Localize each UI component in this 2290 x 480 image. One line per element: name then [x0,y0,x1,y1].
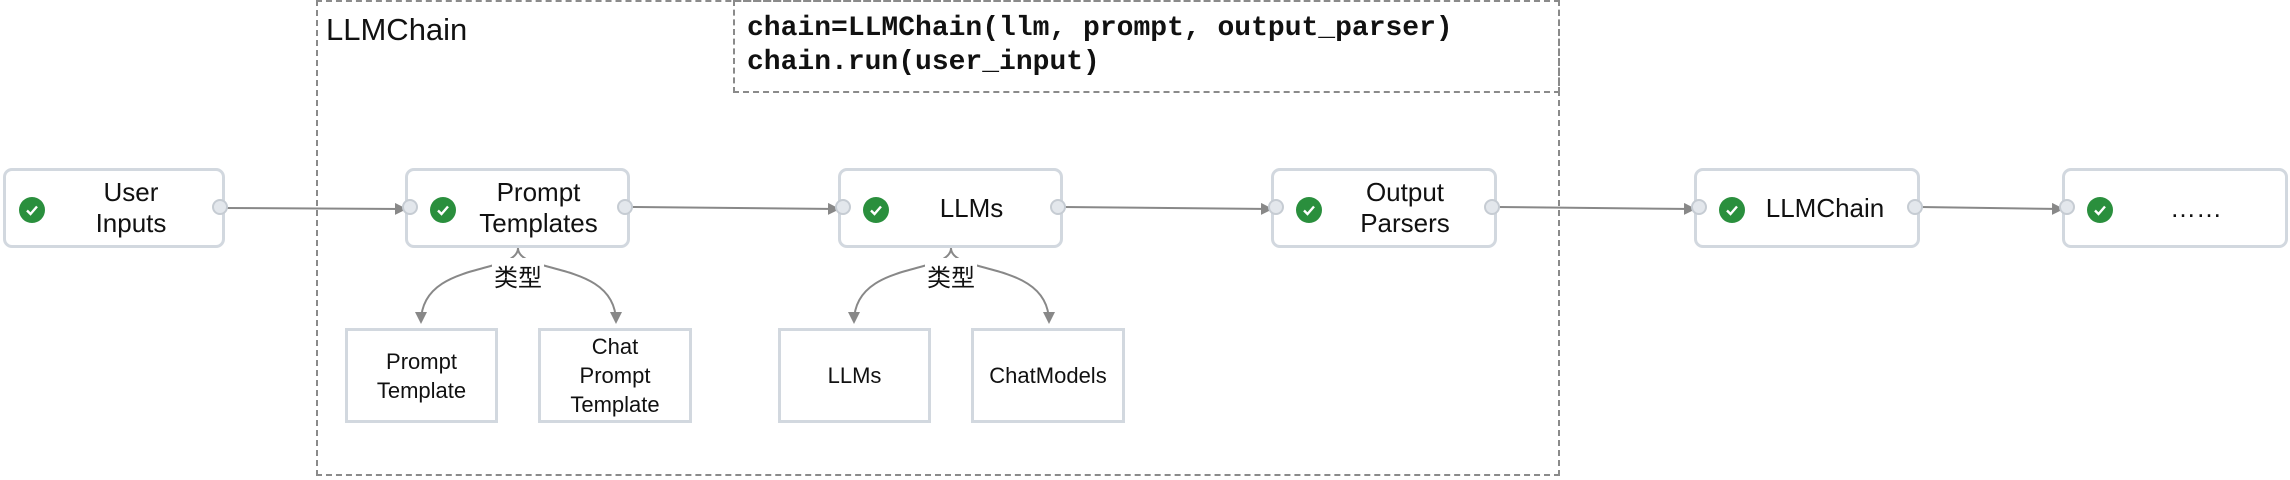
node-label: Prompt Templates [479,177,598,238]
check-icon [430,197,456,223]
check-icon [1296,197,1322,223]
node-user-inputs[interactable]: User Inputs [3,168,228,248]
check-icon [2087,197,2113,223]
node-llmchain[interactable]: LLMChain [1691,168,1923,248]
code-snippet: chain=LLMChain(llm, prompt, output_parse… [733,0,1560,93]
check-icon [19,197,45,223]
node-prompt-templates[interactable]: Prompt Templates [402,168,633,248]
node-llms[interactable]: LLMs [835,168,1066,248]
edge-prompt-to-llms [629,202,840,215]
input-port[interactable] [2059,199,2075,215]
node-output-parsers[interactable]: Output Parsers [1268,168,1500,248]
node-label: Output Parsers [1360,177,1450,238]
edge-llmchain-to-more [1919,202,2064,215]
type-label-prompt: 类型 [492,258,544,293]
type-label-llms: 类型 [925,258,977,293]
edge-user-to-prompt [224,202,407,215]
output-port[interactable] [1484,199,1500,215]
input-port[interactable] [835,199,851,215]
node-more[interactable]: …… [2059,168,2288,248]
input-port[interactable] [402,199,418,215]
code-line-1: chain=LLMChain(llm, prompt, output_parse… [747,13,1453,44]
node-label: …… [2170,192,2222,223]
branch-chat-prompt-template [517,247,622,324]
subtype-llms[interactable]: LLMs [778,328,931,423]
node-label: LLMChain [1765,192,1885,223]
check-icon [1719,197,1745,223]
output-port[interactable] [1907,199,1923,215]
subtype-prompt-template[interactable]: Prompt Template [345,328,498,423]
subtype-chat-prompt-template[interactable]: Chat Prompt Template [538,328,692,423]
output-port[interactable] [1050,199,1066,215]
output-port[interactable] [617,199,633,215]
subtype-chat-models[interactable]: ChatModels [971,328,1125,423]
input-port[interactable] [1268,199,1284,215]
llmchain-title: LLMChain [326,12,468,47]
input-port[interactable] [1691,199,1707,215]
node-label: User Inputs [95,177,167,238]
edge-parsers-to-llmchain [1496,202,1696,215]
branch-chat-models [950,247,1055,324]
code-line-2: chain.run(user_input) [747,47,1100,78]
branch-prompt-template [415,247,519,324]
check-icon [863,197,889,223]
branch-llms [848,247,952,324]
edge-llms-to-parsers [1062,202,1273,215]
node-label: LLMs [939,192,1004,223]
output-port[interactable] [212,199,228,215]
